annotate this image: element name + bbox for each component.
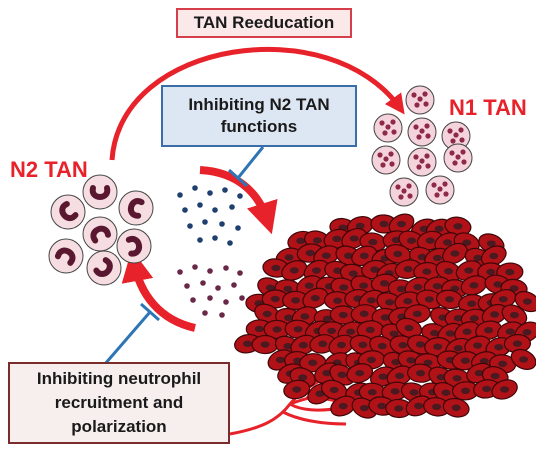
purple-factor-dot — [219, 312, 225, 318]
blue-factor-dot — [212, 207, 218, 213]
tumor-cell — [330, 395, 357, 417]
n2-tan-cell — [116, 228, 152, 264]
n1-tan-cell — [407, 117, 437, 147]
tumor-cell — [281, 260, 308, 281]
recruitment-inhibitor — [103, 302, 160, 365]
n2-tan-cell — [118, 190, 154, 226]
n1-tan-label: N1 TAN — [449, 95, 527, 120]
n1-tan-cluster — [371, 85, 473, 207]
n2-tan-cell — [86, 250, 122, 286]
inhibit-recruitment-line2: recruitment and — [54, 393, 184, 412]
n1-tan-cell — [373, 113, 403, 143]
purple-factor-dot — [177, 269, 183, 275]
n2-tan-cluster — [48, 174, 154, 286]
tumor-cell — [302, 287, 329, 309]
purple-factor-dot — [192, 264, 198, 270]
inhibit-recruitment-box: Inhibiting neutrophil recruitment and po… — [8, 362, 230, 444]
tumor-cell — [251, 334, 279, 355]
inhibit-recruitment-line3: polarization — [71, 417, 167, 436]
tumor-cell — [351, 245, 378, 267]
blue-secreted-factors — [177, 185, 243, 246]
blue-factor-dot — [235, 225, 241, 231]
tumor-cell — [514, 290, 536, 313]
tumor-cell — [442, 397, 470, 418]
reeducation-arrow — [109, 46, 405, 161]
tumor-cell — [442, 242, 468, 265]
purple-factor-dot — [239, 295, 245, 301]
n2-function-inhibitor — [228, 146, 265, 188]
inhibit-n2-functions-line2: functions — [220, 117, 298, 136]
inhibit-recruitment-line1: Inhibiting neutrophil — [36, 369, 202, 388]
n1-tan-cell — [389, 177, 419, 207]
inhibit-n2-functions-box: Inhibiting N2 TAN functions — [161, 85, 357, 147]
inhibit-n2-functions-line1: Inhibiting N2 TAN — [188, 95, 330, 114]
blue-factor-dot — [187, 223, 193, 229]
blue-factor-dot — [207, 190, 213, 196]
purple-factor-dot — [223, 299, 229, 305]
tumor-cell — [403, 304, 431, 324]
purple-factor-dot — [231, 282, 237, 288]
tumor-cell — [323, 291, 352, 311]
blue-factor-dot — [192, 185, 198, 191]
tumor-cell — [349, 334, 377, 355]
purple-factor-dot — [207, 295, 213, 301]
purple-factor-dot — [223, 265, 229, 271]
blue-factor-dot — [177, 192, 183, 198]
tumor-cell — [346, 363, 374, 384]
purple-factor-dot — [190, 297, 196, 303]
tumor-cell — [388, 213, 415, 235]
n2-tan-cell — [48, 238, 84, 274]
tumor-cell — [328, 334, 355, 356]
n1-tan-cell — [407, 147, 437, 177]
secretion-arrow — [199, 166, 278, 235]
tumor-mass — [234, 213, 536, 419]
n2-tan-label: N2 TAN — [10, 157, 88, 182]
n2-tan-cell — [50, 194, 86, 230]
purple-factor-dot — [237, 270, 243, 276]
blue-factor-dot — [219, 221, 225, 227]
n1-tan-cell — [371, 145, 401, 175]
blue-factor-dot — [197, 237, 203, 243]
tumor-cell — [435, 289, 464, 310]
tumor-cell — [510, 348, 536, 370]
tan-reeducation-box: TAN Reeducation — [176, 8, 352, 38]
blue-factor-dot — [237, 193, 243, 199]
n2-tan-cell — [82, 216, 118, 252]
blue-factor-dot — [212, 235, 218, 241]
blue-factor-dot — [197, 202, 203, 208]
purple-factor-dot — [202, 310, 208, 316]
tumor-cell — [491, 379, 518, 400]
purple-factor-dot — [200, 280, 206, 286]
blue-factor-dot — [229, 204, 235, 210]
tumor-cell — [290, 334, 317, 356]
blue-factor-dot — [182, 207, 188, 213]
tumor-cell — [444, 216, 472, 237]
purple-factor-dot — [215, 285, 221, 291]
tumor-cell — [385, 398, 413, 419]
tan-reeducation-label: TAN Reeducation — [193, 13, 335, 32]
purple-factor-dot — [184, 283, 190, 289]
blue-factor-dot — [202, 219, 208, 225]
n2-tan-cell — [82, 174, 118, 210]
n1-tan-cell — [425, 175, 455, 205]
blue-factor-dot — [222, 187, 228, 193]
recruitment-arrow — [121, 249, 196, 332]
tumor-cell — [460, 275, 488, 296]
purple-factor-dot — [207, 268, 213, 274]
blue-factor-dot — [227, 240, 233, 246]
purple-secreted-factors — [177, 264, 245, 318]
n1-tan-cell — [405, 85, 435, 115]
n1-tan-cell — [443, 143, 473, 173]
tumor-cell — [384, 244, 412, 264]
tumor-cell — [283, 379, 311, 400]
